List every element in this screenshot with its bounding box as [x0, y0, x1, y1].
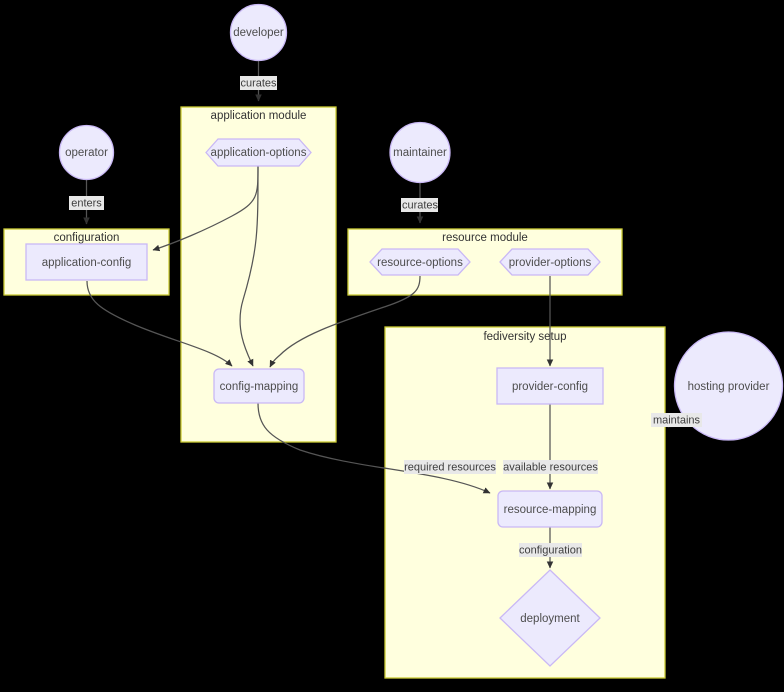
node-label-provider-config: provider-config: [512, 381, 588, 393]
edge-label-text-required-resources: required resources: [404, 461, 496, 473]
edge-label-configuration: configuration: [519, 543, 582, 557]
edge-label-available-resources: available resources: [503, 460, 598, 474]
node-maintainer[interactable]: maintainer: [389, 121, 451, 184]
node-label-config-mapping: config-mapping: [220, 381, 299, 393]
node-label-provider-options: provider-options: [509, 257, 592, 269]
edge-label-curates-developer: curates: [240, 76, 277, 90]
node-label-resource-mapping: resource-mapping: [504, 504, 597, 516]
node-label-hosting-provider: hosting provider: [688, 381, 770, 393]
cluster-label-application-module: application module: [211, 110, 307, 122]
node-label-application-config: application-config: [42, 257, 132, 269]
node-developer[interactable]: developer: [229, 3, 288, 62]
node-provider-options[interactable]: provider-options: [499, 248, 601, 276]
node-operator[interactable]: operator: [58, 124, 115, 181]
edge-label-text-available-resources: available resources: [503, 461, 598, 473]
node-label-deployment: deployment: [520, 613, 580, 625]
edge-application-options-to-application-config: [152, 165, 259, 252]
edge-resource-options-to-config-mapping: [269, 275, 421, 368]
node-application-config[interactable]: application-config: [25, 243, 148, 281]
node-label-maintainer: maintainer: [393, 147, 447, 159]
edge-label-text-curates-developer: curates: [240, 77, 277, 89]
edge-label-text-enters: enters: [71, 197, 102, 209]
edge-label-curates-maintainer: curates: [401, 198, 439, 212]
node-label-operator: operator: [65, 147, 108, 159]
cluster-label-configuration: configuration: [54, 232, 120, 244]
node-provider-config[interactable]: provider-config: [496, 367, 604, 405]
node-resource-mapping[interactable]: resource-mapping: [497, 490, 603, 528]
edge-application-config-to-config-mapping: [86, 280, 233, 367]
edge-application-options-to-config-mapping: [239, 165, 259, 367]
edge-label-enters: enters: [69, 196, 104, 210]
node-resource-options[interactable]: resource-options: [369, 248, 471, 276]
cluster-label-fediversity-setup: fediversity setup: [483, 331, 566, 343]
edge-config-mapping-to-resource-mapping: [257, 402, 491, 494]
edge-label-maintains: maintains: [651, 413, 702, 427]
edge-label-text-maintains: maintains: [653, 414, 701, 426]
node-label-application-options: application-options: [211, 147, 307, 159]
node-label-developer: developer: [233, 27, 284, 39]
edge-label-text-curates-maintainer: curates: [402, 199, 439, 211]
node-application-options[interactable]: application-options: [205, 138, 312, 167]
edge-label-required-resources: required resources: [404, 460, 496, 474]
node-label-resource-options: resource-options: [377, 257, 463, 269]
node-config-mapping[interactable]: config-mapping: [213, 368, 305, 404]
node-deployment[interactable]: deployment: [499, 569, 601, 667]
cluster-label-resource-module: resource module: [442, 232, 528, 244]
edge-label-text-configuration: configuration: [519, 544, 582, 556]
